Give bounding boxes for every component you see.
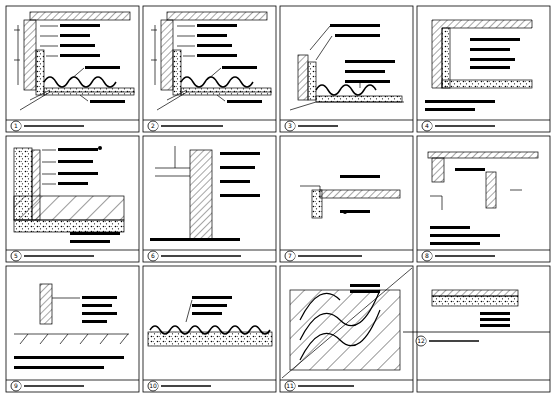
pipe-layer-detail xyxy=(148,296,272,346)
edge-detail xyxy=(300,175,400,218)
section-detail xyxy=(428,152,538,245)
layer-detail xyxy=(432,290,518,327)
callout-number: 6 xyxy=(149,252,158,260)
callout-number: 1 xyxy=(12,122,21,130)
callout-number: 12 xyxy=(417,337,426,345)
callout-number: 10 xyxy=(149,382,158,390)
callout-number: 8 xyxy=(423,252,432,260)
callout-number: 5 xyxy=(12,252,21,260)
callout-number: 7 xyxy=(286,252,295,260)
wall-section xyxy=(150,146,260,241)
floor-detail xyxy=(290,24,404,110)
callout-number: 9 xyxy=(12,382,21,390)
caption-bars xyxy=(24,125,495,387)
floor-detail xyxy=(14,12,135,110)
callout-number: 2 xyxy=(149,122,158,130)
caption-circles xyxy=(11,121,432,391)
callout-number: 4 xyxy=(423,122,432,130)
callout-number: 3 xyxy=(286,122,295,130)
corner-detail xyxy=(425,20,532,111)
curb-detail xyxy=(14,284,129,369)
panel-frames xyxy=(6,6,550,392)
pipe-plan-detail xyxy=(282,268,412,378)
wall-floor-detail xyxy=(14,146,124,243)
callout-number: 11 xyxy=(286,382,295,390)
